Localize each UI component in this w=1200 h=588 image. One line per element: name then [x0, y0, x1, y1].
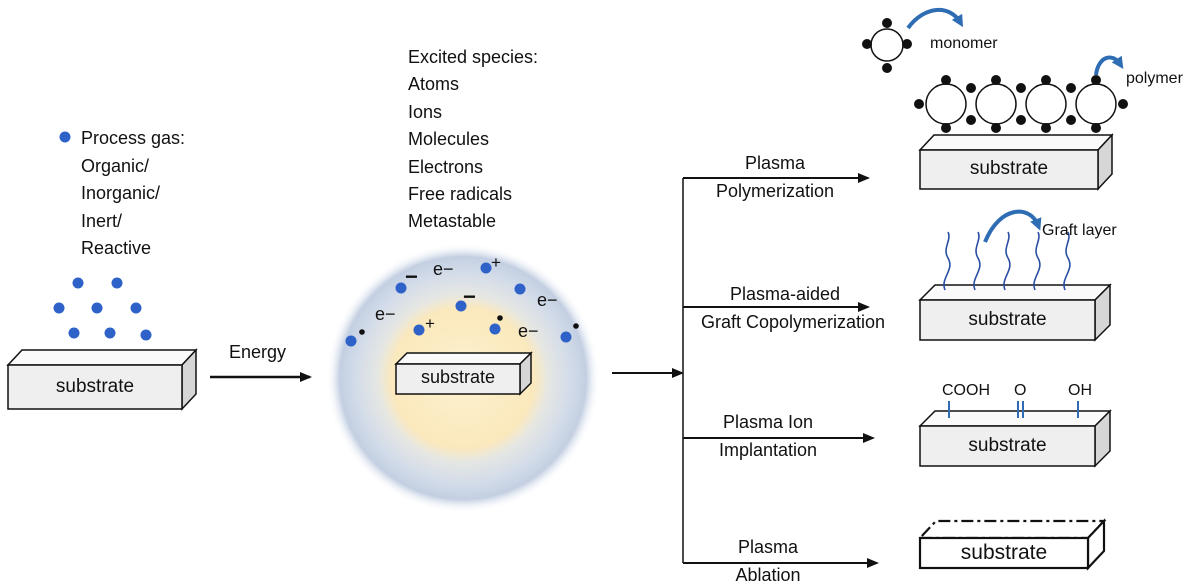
plasma-particle: [489, 323, 501, 335]
polymer-chain: [914, 75, 1128, 133]
substrate-box-implantation: [918, 409, 1112, 468]
excited-species-line: Free radicals: [408, 184, 513, 205]
plus-symbol: +: [425, 314, 435, 333]
plasma-particle: [345, 335, 357, 347]
branch-label-implantation-line2: Implantation: [718, 440, 818, 460]
electron-symbol: e−: [537, 290, 558, 310]
minus-symbol: −: [405, 264, 418, 289]
excited-species-line: Excited species:: [408, 47, 539, 67]
substrate-label-implantation: substrate: [968, 435, 1047, 456]
process-gas-line: Organic/: [81, 155, 150, 176]
gas-particle: [91, 302, 103, 314]
substrate-box-center: [394, 351, 533, 396]
radical-dot: [359, 329, 365, 335]
process-gas-line: Process gas:: [81, 128, 186, 148]
graft-layer-label: Graft layer: [1042, 222, 1117, 239]
polymer-label: polymer: [1126, 70, 1183, 87]
monomer-label: monomer: [930, 35, 998, 52]
gas-particle: [140, 329, 152, 341]
process-gas-line: Inorganic/: [81, 183, 161, 203]
electron-symbol: e−: [433, 259, 454, 279]
plasma-particle: [413, 324, 425, 336]
gas-particle: [104, 327, 116, 339]
branch-label-graft-line1: Plasma-aided: [729, 284, 841, 304]
monomer-curved-arrow: [906, 7, 964, 30]
functional-group-bonds: [948, 401, 1079, 418]
excited-species-line: Metastable: [408, 211, 497, 232]
excited-species-line: Molecules: [408, 129, 490, 150]
process-gas-line: Reactive: [81, 238, 152, 258]
gas-particle: [68, 327, 80, 339]
branch-label-ablation-line2: Ablation: [735, 565, 801, 585]
group-cooh-label: COOH: [942, 382, 990, 399]
substrate-box-graft: [918, 283, 1112, 342]
process-gas-line: Inert/: [81, 210, 123, 231]
substrate-box-ablation: [917, 518, 1107, 571]
minus-symbol: −: [463, 284, 476, 309]
group-o-label: O: [1014, 382, 1027, 399]
substrate-label-graft: substrate: [968, 309, 1047, 330]
plasma-particle: [395, 282, 407, 294]
energy-label: Energy: [229, 342, 287, 362]
substrate-label-left: substrate: [55, 376, 135, 397]
gas-particle: [72, 277, 84, 289]
process-gas-dot: [59, 131, 71, 143]
plasma-particle: [480, 262, 492, 274]
plasma-particles: [345, 262, 579, 347]
polymer-curved-arrow: [1094, 55, 1124, 76]
gas-particle: [130, 302, 142, 314]
radical-dot: [497, 315, 503, 321]
graft-curved-arrow: [983, 209, 1042, 243]
plasma-particle: [514, 283, 526, 295]
electron-symbol: e−: [518, 321, 539, 341]
monomer-molecule: [862, 18, 912, 73]
gas-particles: [53, 277, 152, 341]
excited-species-line: Atoms: [408, 74, 460, 95]
excited-species-line: Ions: [408, 101, 443, 122]
substrate-box-polymer: [918, 133, 1114, 191]
substrate-label-polymer: substrate: [969, 158, 1049, 179]
graft-chains: [943, 231, 1071, 291]
gas-particle: [53, 302, 65, 314]
radical-dot: [573, 323, 579, 329]
branch-label-polymerization-line2: Polymerization: [715, 181, 835, 201]
substrate-label-ablation: substrate: [960, 541, 1048, 564]
excited-species-list: Excited species: Atoms Ions Molecules El…: [408, 44, 538, 236]
excited-species-line: Electrons: [408, 156, 484, 177]
electron-symbol: e−: [375, 304, 396, 324]
substrate-label-center: substrate: [420, 367, 496, 387]
branch-label-polymerization-line1: Plasma: [744, 153, 806, 173]
gas-particle: [111, 277, 123, 289]
plasma-particle: [455, 300, 467, 312]
branch-label-ablation-line1: Plasma: [737, 537, 799, 557]
process-gas-list: Process gas: Organic/ Inorganic/ Inert/ …: [81, 125, 185, 263]
branch-label-graft-line2: Graft Copolymerization: [700, 312, 886, 332]
branch-label-implantation-line1: Plasma Ion: [722, 412, 814, 432]
substrate-box-left: [6, 348, 198, 411]
group-oh-label: OH: [1068, 382, 1092, 399]
plus-symbol: +: [491, 253, 501, 272]
plasma-particle: [560, 331, 572, 343]
